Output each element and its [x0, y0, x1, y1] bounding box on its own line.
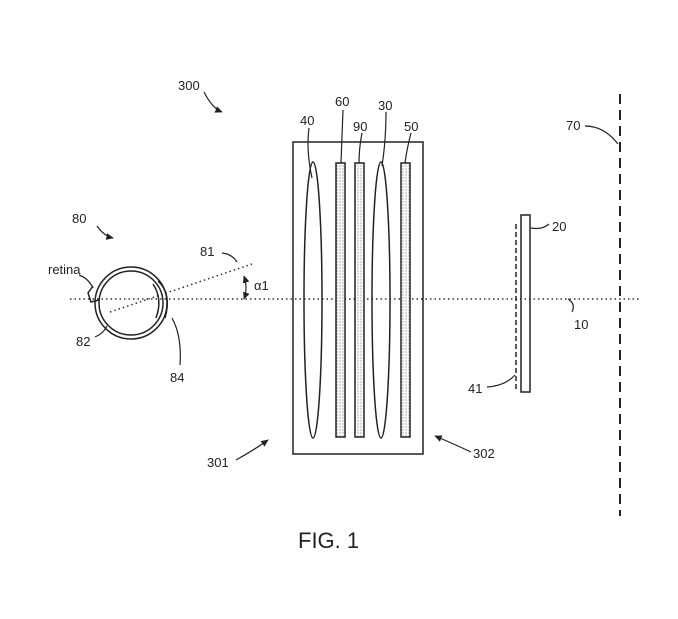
eye-80	[87, 266, 169, 340]
label-20: 20	[552, 219, 566, 234]
label-40: 40	[300, 113, 314, 128]
label-301: 301	[207, 455, 229, 470]
label-82: 82	[76, 334, 90, 349]
leader-90	[358, 132, 363, 164]
leader-retina	[78, 274, 94, 289]
leader-41	[486, 374, 516, 388]
label-81: 81	[200, 244, 214, 259]
label-41: 41	[468, 381, 482, 396]
leader-300	[203, 91, 223, 113]
label-90: 90	[353, 119, 367, 134]
label-10: 10	[574, 317, 588, 332]
label-70: 70	[566, 118, 580, 133]
element-90	[354, 162, 365, 438]
figure-caption: FIG. 1	[298, 528, 359, 553]
label-alpha1: α1	[254, 278, 269, 293]
element-60	[335, 162, 346, 438]
housing	[292, 141, 424, 455]
element-50	[400, 162, 411, 438]
leader-40	[307, 127, 313, 179]
leader-50	[404, 132, 412, 164]
label-60: 60	[335, 94, 349, 109]
leader-70	[584, 125, 619, 145]
lens-40	[303, 161, 323, 439]
leader-81	[221, 252, 238, 263]
leader-60	[340, 109, 344, 164]
leader-80	[96, 225, 114, 240]
leader-20	[530, 223, 550, 230]
label-84: 84	[170, 370, 184, 385]
leader-30	[381, 111, 387, 167]
leader-10	[567, 298, 574, 313]
label-retina: retina	[48, 262, 81, 277]
label-80: 80	[72, 211, 86, 226]
label-300: 300	[178, 78, 200, 93]
label-30: 30	[378, 98, 392, 113]
label-50: 50	[404, 119, 418, 134]
label-302: 302	[473, 446, 495, 461]
angle-arc	[242, 275, 250, 300]
leader-301	[235, 439, 269, 461]
leader-84	[171, 317, 181, 366]
display-20	[520, 214, 531, 393]
lens-30	[371, 161, 391, 439]
leader-82	[94, 325, 108, 338]
leader-302	[434, 435, 472, 453]
